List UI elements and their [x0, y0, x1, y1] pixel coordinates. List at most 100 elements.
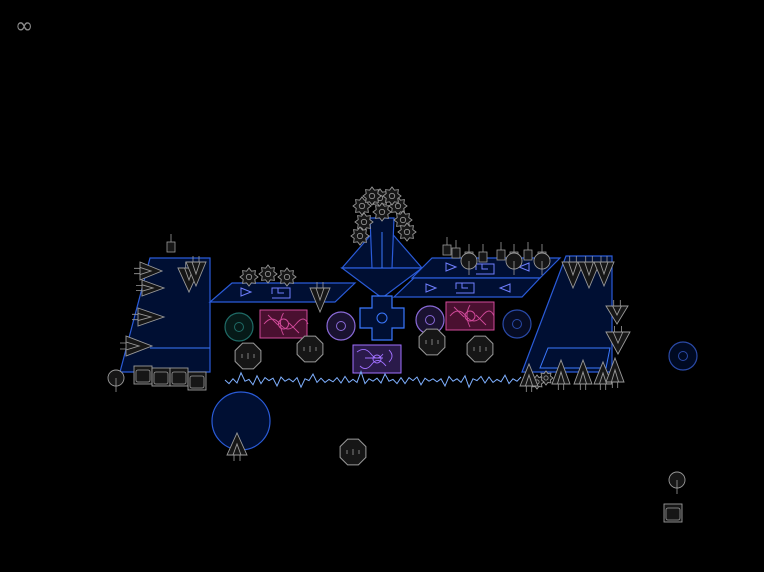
cone-legs — [611, 382, 619, 388]
orb-ring — [224, 312, 254, 342]
antenna-tower-icon — [166, 234, 176, 253]
gear-hub — [394, 202, 402, 210]
gear-body — [239, 267, 259, 287]
gear-hub — [388, 192, 396, 200]
marker-triangle-icon — [425, 283, 438, 293]
rune-core — [372, 354, 382, 364]
gear-cluster-icon — [239, 267, 259, 287]
cross-core-icon — [359, 295, 405, 341]
pod-icon — [533, 252, 551, 275]
crate-icon — [187, 371, 207, 391]
mine-vents — [241, 353, 255, 359]
crate-inner — [171, 371, 187, 385]
crystal-core — [278, 318, 289, 330]
crystal-veins — [449, 304, 495, 328]
marker-triangle-icon — [445, 262, 458, 272]
cone-legs — [569, 256, 577, 262]
crate-inner — [135, 369, 151, 383]
cone-body — [561, 261, 585, 290]
gear-hub — [358, 202, 366, 210]
cone-body — [573, 358, 593, 385]
cone-legs — [585, 256, 593, 262]
gear-cluster-icon — [382, 186, 402, 206]
spiked-cone-icon — [136, 279, 166, 297]
tower-base — [523, 249, 533, 261]
crate-frame — [187, 371, 207, 391]
energy-wave-line — [224, 370, 522, 389]
cone-legs — [557, 384, 565, 390]
orb-core — [234, 322, 244, 332]
crate-icon — [663, 503, 683, 523]
tower-base — [478, 251, 488, 263]
marker-triangle-icon — [517, 262, 530, 272]
crate-inner — [665, 507, 681, 521]
gear-hub — [543, 375, 549, 381]
gear-body — [277, 267, 297, 287]
crystal-panel-frame — [445, 301, 495, 331]
cone-legs — [600, 256, 608, 262]
energy-wave — [224, 370, 522, 389]
spiked-cone-icon — [134, 261, 164, 281]
gear-cluster-icon — [372, 202, 392, 222]
tower-base — [166, 241, 176, 253]
crystal-panel-frame — [259, 309, 308, 339]
cone-body — [309, 287, 331, 314]
orb-ring — [326, 311, 356, 341]
antenna-tower-icon — [451, 240, 461, 259]
cone-body — [141, 279, 166, 297]
gear-body — [258, 264, 278, 284]
antenna-tower-icon — [442, 237, 452, 256]
cone-legs — [132, 313, 138, 321]
orb-core — [425, 315, 435, 325]
gear-hub — [245, 273, 253, 281]
orb-ring — [502, 309, 532, 339]
cone-legs — [136, 285, 142, 291]
ring-orb-icon — [224, 312, 254, 342]
cone-body — [519, 362, 539, 387]
tower-base — [496, 249, 506, 261]
spiked-cone-icon — [605, 300, 629, 325]
cone-legs — [614, 326, 622, 332]
enemy-layer — [107, 234, 686, 523]
octagon-mine-icon — [339, 438, 367, 466]
rune-panel-frame — [352, 344, 402, 374]
gear-cluster-icon — [362, 186, 382, 206]
mine-layer — [234, 328, 494, 466]
cone-legs — [134, 267, 140, 275]
spiked-cone-icon — [551, 358, 571, 390]
crate-icon — [151, 367, 171, 387]
gear-hub — [264, 270, 272, 278]
crystal-veins — [263, 312, 309, 336]
right-wing-rail — [539, 347, 611, 369]
gear-hub — [356, 232, 364, 240]
ring-orb-icon — [326, 311, 356, 341]
pod-icon — [460, 252, 478, 275]
orb-core — [678, 351, 688, 361]
gear-hub — [378, 208, 386, 216]
rune-marks — [356, 349, 393, 369]
ring-orb-icon — [502, 309, 532, 339]
cone-body — [137, 307, 166, 327]
crate-icon — [133, 365, 153, 385]
gear-body — [362, 186, 382, 206]
marker-triangle-icon — [240, 287, 253, 297]
gear-cluster-icon — [350, 226, 370, 246]
crystal-panel-icon — [445, 301, 495, 331]
spiked-cone-icon — [577, 256, 601, 290]
gear-hub — [403, 228, 411, 236]
fortress-panels — [240, 262, 530, 374]
gear-cluster-icon — [354, 212, 374, 232]
cone-body — [593, 261, 615, 288]
spiked-cone-icon — [605, 356, 625, 388]
crate-frame — [663, 503, 683, 523]
gear-cluster-icon — [397, 222, 417, 242]
gear-hub — [399, 216, 407, 224]
crystal-core — [464, 310, 476, 322]
cone-body — [139, 261, 164, 281]
spiked-cone-icon — [120, 335, 154, 357]
spiked-cone-icon — [519, 362, 539, 392]
pod-icon — [505, 252, 523, 275]
antenna-tower-icon — [496, 242, 506, 261]
spiked-cone-icon — [573, 358, 593, 390]
